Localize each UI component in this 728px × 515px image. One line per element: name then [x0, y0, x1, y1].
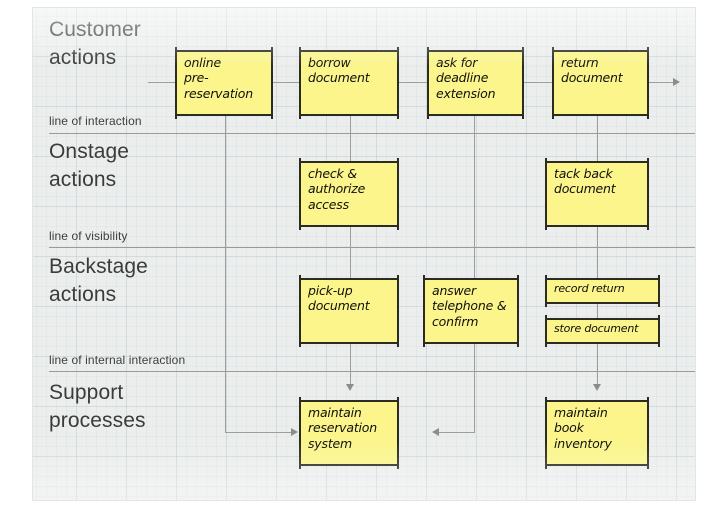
- node-label: return document: [561, 55, 623, 86]
- connector-ask-deadline-down: [474, 116, 475, 432]
- node-answer-telephone-and-confirm[interactable]: answer telephone & confirm: [423, 275, 519, 347]
- connector-ask-to-return: [523, 82, 553, 83]
- node-maintain-reservation-system[interactable]: maintain reservation system: [299, 397, 399, 469]
- node-pick-up-document[interactable]: pick-up document: [299, 275, 399, 347]
- node-label: check & authorize access: [308, 166, 366, 212]
- arrowhead-into-maintain-reservation-system-top: [346, 384, 354, 391]
- node-label: maintain reservation system: [308, 405, 377, 451]
- separator-line-of-visibility: [49, 247, 695, 248]
- band-title-onstage-actions: Onstage actions: [49, 140, 130, 191]
- connector-prereservation-down: [225, 116, 226, 432]
- connector-prereservation-to-borrow: [272, 82, 300, 83]
- node-label: online pre- reservation: [184, 55, 253, 101]
- arrowhead-into-maintain-reservation-system: [291, 428, 298, 436]
- divider-label-line-of-interaction: line of interaction: [49, 114, 142, 128]
- node-label: tack back document: [554, 166, 616, 197]
- connector-to-maintain-reservation-right-side: [439, 432, 475, 433]
- node-record-return[interactable]: record return: [545, 275, 660, 307]
- node-label: pick-up document: [308, 283, 370, 314]
- divider-label-line-of-internal-interaction: line of internal interaction: [49, 353, 186, 367]
- node-label: maintain book inventory: [554, 405, 612, 451]
- band-title-support-processes: Support processes: [49, 381, 146, 432]
- node-tack-back-document[interactable]: tack back document: [545, 158, 649, 230]
- node-store-document[interactable]: store document: [545, 315, 660, 347]
- connector-return-document-down: [597, 116, 598, 386]
- connector-borrow-to-ask: [398, 82, 428, 83]
- node-maintain-book-inventory[interactable]: maintain book inventory: [545, 397, 649, 469]
- connector-entry-stub: [148, 82, 177, 83]
- connector-prereservation-to-maintain-reservation: [225, 432, 293, 433]
- node-borrow-document[interactable]: borrow document: [299, 47, 399, 119]
- connector-return-exit: [648, 82, 675, 83]
- node-return-document[interactable]: return document: [552, 47, 649, 119]
- band-title-customer-actions: Customer actions: [49, 18, 141, 69]
- node-label: borrow document: [308, 55, 370, 86]
- slide-canvas: Customer actions line of interaction Ons…: [33, 8, 695, 500]
- arrowhead-into-maintain-reservation-system-right: [432, 428, 439, 436]
- node-label: answer telephone & confirm: [432, 283, 507, 329]
- separator-line-of-interaction: [49, 133, 695, 134]
- node-label: record return: [554, 282, 625, 295]
- node-label: store document: [554, 322, 639, 335]
- arrowhead-into-maintain-book-inventory: [593, 384, 601, 391]
- arrowhead-customer-flow-exit: [673, 78, 680, 86]
- divider-label-line-of-visibility: line of visibility: [49, 229, 128, 243]
- node-label: ask for deadline extension: [436, 55, 496, 101]
- separator-line-of-internal-interaction: [49, 371, 695, 372]
- connector-borrow-down: [350, 116, 351, 386]
- node-ask-for-deadline-extension[interactable]: ask for deadline extension: [427, 47, 524, 119]
- band-title-backstage-actions: Backstage actions: [49, 255, 148, 306]
- node-check-and-authorize-access[interactable]: check & authorize access: [299, 158, 399, 230]
- node-online-pre-reservation[interactable]: online pre- reservation: [175, 47, 273, 119]
